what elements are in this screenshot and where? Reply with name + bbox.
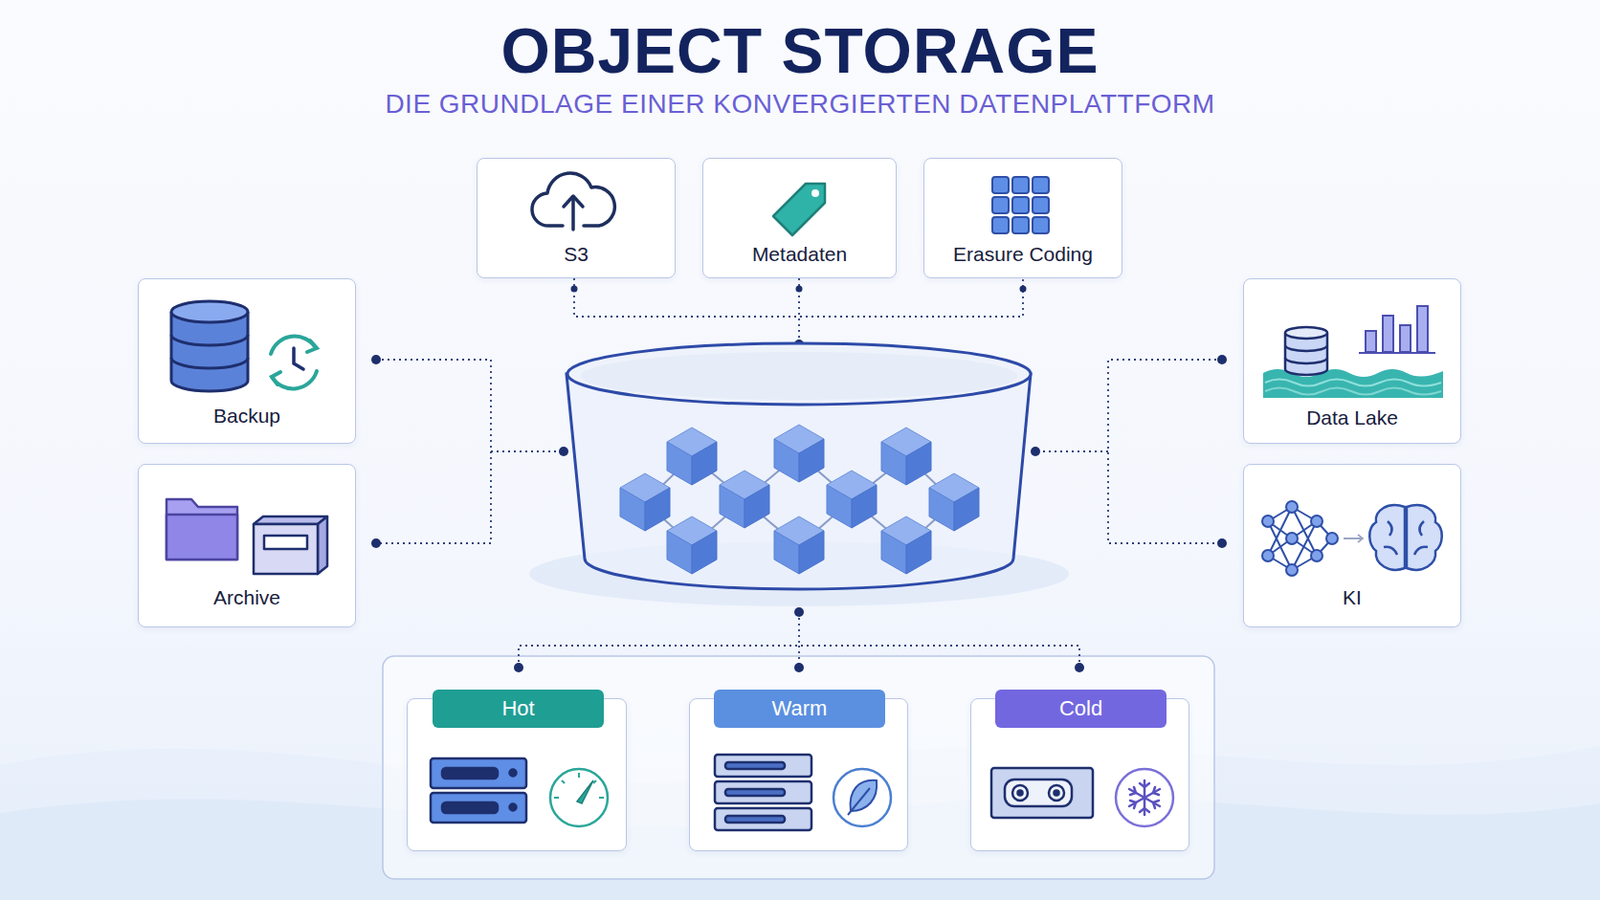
box-label: Archive	[213, 586, 281, 610]
box-label: Data Lake	[1306, 406, 1399, 430]
subtitle: DIE GRUNDLAGE EINER KONVERGIERTEN DATENP…	[0, 88, 1600, 121]
box-label: Metadaten	[752, 243, 847, 267]
feature-box: Erasure Coding	[923, 157, 1123, 279]
object-cubes	[620, 424, 979, 575]
tier-label: Warm	[713, 689, 886, 729]
storage-tier-card: Hot	[406, 698, 627, 852]
leader-dots	[371, 286, 1227, 674]
box-label: KI	[1342, 586, 1362, 610]
box-label: S3	[563, 243, 589, 267]
storage-cylinder	[529, 343, 1069, 607]
box-label: Erasure Coding	[953, 243, 1093, 267]
box-label: Backup	[213, 404, 281, 428]
tier-label: Hot	[432, 689, 604, 729]
diagram-title: OBJECT STORAGE	[0, 15, 1600, 87]
feature-box: Data Lake	[1243, 278, 1462, 445]
feature-box: Backup	[137, 278, 356, 445]
storage-tier-card: Cold	[970, 698, 1190, 852]
feature-box: Metadaten	[702, 157, 897, 279]
storage-tier-card: Warm	[688, 698, 909, 852]
feature-box: Archive	[137, 464, 356, 628]
feature-box: KI	[1243, 464, 1462, 628]
tier-label: Cold	[995, 689, 1167, 729]
tier-container	[382, 656, 1215, 880]
leader-lines	[376, 278, 1223, 668]
feature-box: S3	[476, 157, 676, 279]
